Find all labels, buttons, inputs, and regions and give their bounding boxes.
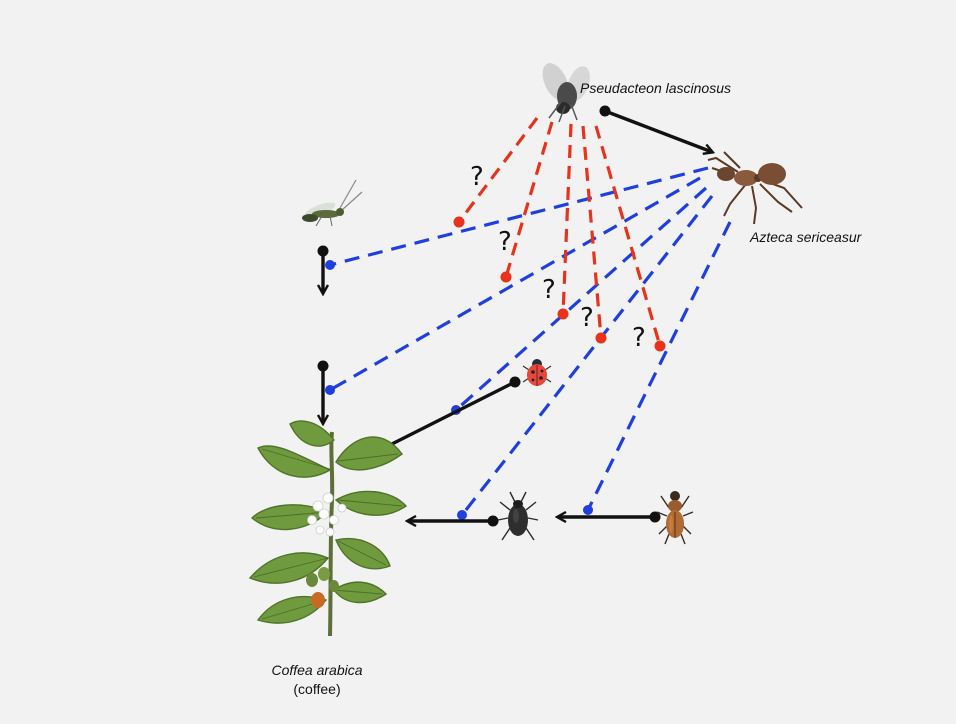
endpoint-dot — [325, 260, 335, 270]
coffee-label: Coffea arabica (coffee) — [262, 661, 372, 699]
ant-to-predator-beetle-link — [588, 222, 730, 510]
coffee-leaf — [336, 437, 402, 470]
ladybeetle-to-coffee-arrow — [380, 382, 515, 450]
endpoint-dot — [558, 309, 569, 320]
azteca-ant-icon — [708, 152, 802, 224]
ant-interaction-lines — [330, 168, 730, 515]
question-mark: ? — [580, 303, 594, 333]
arrow-tail-dot — [488, 516, 499, 527]
green-coffee-scale-icon — [498, 492, 538, 540]
arrow-tail-dot — [600, 106, 611, 117]
lady-beetle-icon — [523, 359, 551, 386]
coffee-leaf — [290, 421, 334, 446]
question-mark: ? — [542, 275, 556, 305]
fly-uncertain-link-3 — [563, 124, 571, 314]
endpoint-dot — [583, 505, 593, 515]
endpoint-dot — [655, 341, 666, 352]
question-mark: ? — [498, 227, 512, 257]
azteca-label: Azteca sericeasur — [750, 229, 861, 245]
fly-attacks-ant-arrow — [605, 111, 712, 152]
endpoint-dot — [457, 510, 467, 520]
question-mark: ? — [632, 323, 646, 353]
question-marks: ? ? ? ? ? — [470, 162, 646, 353]
endpoint-dot — [501, 272, 512, 283]
parasitoid-wasp-icon — [302, 180, 362, 226]
predatory-beetle-icon — [657, 491, 693, 544]
arrow-tail-dot — [318, 246, 329, 257]
ant-to-parasitoid-link — [330, 168, 708, 265]
endpoint-dot — [454, 217, 465, 228]
coffee-common-name: (coffee) — [262, 680, 372, 699]
arrow-tail-dot — [318, 361, 329, 372]
fly-uncertain-link-2 — [506, 122, 552, 277]
endpoint-dot — [325, 385, 335, 395]
ant-to-ladybeetle-link — [456, 188, 706, 410]
coffee-scientific-name: Coffea arabica — [262, 661, 372, 680]
arrow-tail-dot — [510, 377, 521, 388]
coffee-plant-illustration — [250, 421, 406, 636]
pseudacteon-label: Pseudacteon lascinosus — [580, 80, 731, 96]
endpoint-dot — [596, 333, 607, 344]
question-mark: ? — [470, 162, 484, 192]
